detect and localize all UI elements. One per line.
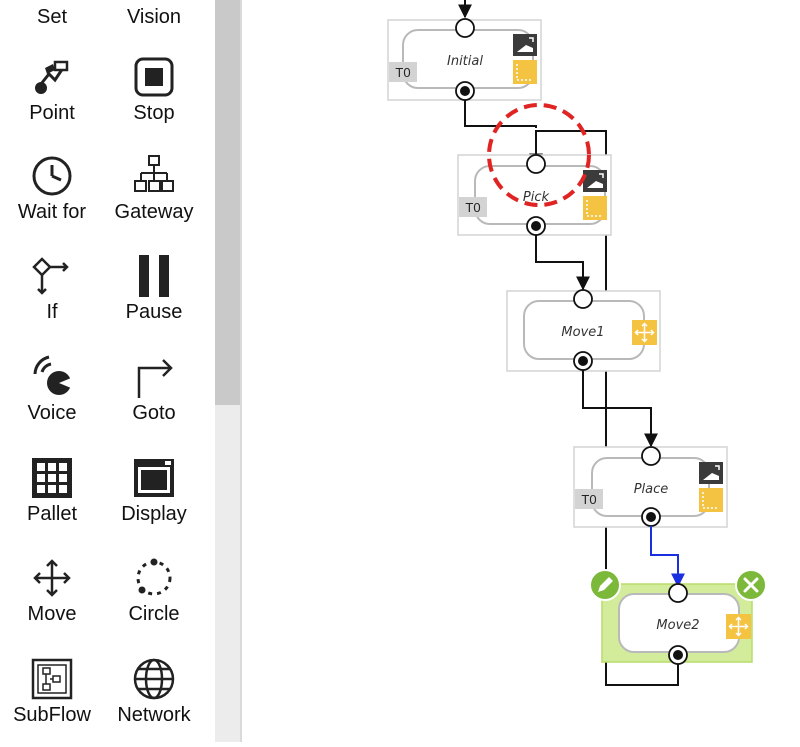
pause-icon — [139, 255, 169, 297]
tool-tag-label: T0 — [465, 200, 480, 215]
tool-tag-badge — [389, 62, 417, 82]
gateway-icon — [134, 155, 174, 192]
node-name: Move1 — [561, 325, 604, 340]
connector-pick-move1 — [535, 235, 590, 291]
node-name: Move2 — [656, 618, 699, 633]
selected-connector-place-move2[interactable] — [650, 526, 685, 588]
move-axis-icon — [726, 614, 751, 639]
tool-tag-badge — [459, 197, 487, 217]
input-port[interactable] — [526, 154, 546, 174]
highlight-circle — [487, 103, 591, 207]
flow-node-initial[interactable]: Initial T0 — [387, 18, 542, 101]
circle-icon — [136, 558, 172, 596]
palette-item-label: Pallet — [26, 503, 78, 525]
node-palette: Set Vision Point Stop Wait for — [0, 0, 215, 742]
network-icon — [133, 658, 175, 700]
palette-item-pallet[interactable]: Pallet — [2, 455, 102, 526]
flow-canvas[interactable]: Initial T0 Pick T0 — [242, 0, 800, 742]
palette-item-goto[interactable]: Goto — [104, 354, 204, 425]
palette-item-circle[interactable]: Circle — [104, 555, 204, 626]
coordinate-icon — [513, 60, 537, 84]
palette-item-set[interactable]: Set — [2, 4, 102, 29]
panel-divider — [240, 0, 242, 742]
flow-node-pick[interactable]: Pick T0 — [457, 154, 612, 236]
palette-item-label: Pause — [125, 301, 183, 323]
palette-item-label: Voice — [27, 402, 77, 424]
tool-tag-label: T0 — [395, 65, 410, 80]
palette-item-label: Circle — [128, 603, 180, 625]
palette-item-label: Set — [36, 6, 68, 28]
palette-item-label: Vision — [126, 6, 182, 28]
voice-icon — [33, 355, 71, 395]
palette-item-wait-for[interactable]: Wait for — [2, 153, 102, 224]
palette-item-stop[interactable]: Stop — [104, 54, 204, 125]
palette-item-gateway[interactable]: Gateway — [104, 153, 204, 224]
input-port[interactable] — [455, 18, 475, 38]
flow-node-place[interactable]: Place T0 — [573, 446, 728, 528]
if-icon — [32, 257, 69, 295]
node-name: Pick — [523, 190, 550, 205]
flow-node-move2[interactable]: Move2 — [601, 583, 753, 665]
palette-item-label: Network — [117, 704, 191, 726]
coordinate-icon — [583, 196, 607, 220]
palette-item-label: Move — [27, 603, 77, 625]
node-name: Place — [634, 482, 669, 497]
move-icon — [33, 559, 71, 597]
edit-node-button[interactable] — [589, 569, 621, 601]
close-icon — [743, 577, 759, 593]
connector-move1-place — [582, 370, 658, 448]
gripper-icon — [583, 170, 607, 192]
palette-scrollbar-thumb[interactable] — [215, 0, 241, 405]
goto-icon — [137, 359, 173, 398]
palette-item-label: Goto — [132, 402, 176, 424]
flow-diagram: Initial T0 Pick T0 — [387, 0, 767, 686]
tool-tag-label: T0 — [581, 492, 596, 507]
tool-tag-badge — [575, 489, 603, 509]
palette-item-vision[interactable]: Vision — [104, 4, 204, 29]
input-port[interactable] — [668, 583, 688, 603]
palette-item-if[interactable]: If — [2, 253, 102, 324]
palette-item-display[interactable]: Display — [104, 455, 204, 526]
palette-item-label: If — [46, 301, 58, 323]
palette-item-subflow[interactable]: SubFlow — [2, 656, 102, 727]
gripper-icon — [699, 462, 723, 484]
node-name: Initial — [447, 54, 483, 69]
palette-item-label: Gateway — [114, 201, 194, 223]
delete-node-button[interactable] — [735, 569, 767, 601]
palette-item-point[interactable]: Point — [2, 54, 102, 125]
pallet-icon — [32, 458, 72, 498]
pencil-icon — [598, 577, 613, 592]
clock-icon — [32, 156, 72, 196]
point-icon — [35, 60, 69, 94]
flow-node-move1[interactable]: Move1 — [506, 289, 661, 372]
stop-icon — [134, 57, 174, 97]
input-port[interactable] — [573, 289, 593, 309]
move-axis-icon — [632, 320, 657, 345]
palette-item-label: Wait for — [17, 201, 87, 223]
palette-item-pause[interactable]: Pause — [104, 253, 204, 324]
palette-item-move[interactable]: Move — [2, 555, 102, 626]
coordinate-icon — [699, 488, 723, 512]
display-icon — [134, 459, 174, 497]
palette-item-label: Stop — [133, 102, 175, 124]
palette-item-voice[interactable]: Voice — [2, 354, 102, 425]
palette-item-network[interactable]: Network — [104, 656, 204, 727]
palette-item-label: Point — [29, 102, 75, 124]
palette-item-label: SubFlow — [13, 704, 91, 726]
input-port[interactable] — [641, 446, 661, 466]
subflow-icon — [31, 658, 73, 700]
gripper-icon — [513, 34, 537, 56]
palette-item-label: Display — [121, 503, 187, 525]
